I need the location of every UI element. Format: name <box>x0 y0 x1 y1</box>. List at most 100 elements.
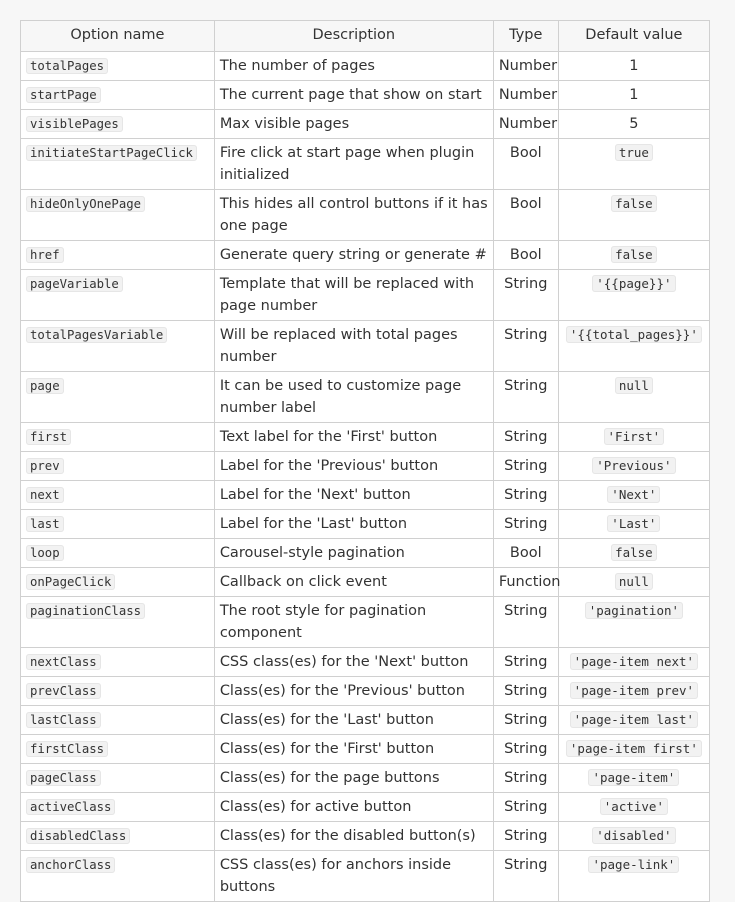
option-description: Label for the 'Last' button <box>213 509 494 539</box>
option-name-cell: pageClass <box>20 763 215 793</box>
option-type: String <box>492 763 559 793</box>
header-default-value: Default value <box>557 20 711 52</box>
option-type: Number <box>492 80 559 110</box>
option-default-cell: 'page-item next' <box>557 647 711 677</box>
option-name: onPageClick <box>26 574 116 590</box>
option-default-cell: 'Next' <box>557 480 711 510</box>
option-name-cell: prevClass <box>20 676 215 706</box>
header-type: Type <box>492 20 559 52</box>
option-name-cell: totalPagesVariable <box>20 320 215 372</box>
option-name-cell: hideOnlyOnePage <box>20 189 215 241</box>
option-default-cell: 5 <box>557 109 711 139</box>
option-default-cell: 'page-item' <box>557 763 711 793</box>
option-type: String <box>492 705 559 735</box>
option-type: String <box>492 734 559 764</box>
option-type: Number <box>492 109 559 139</box>
option-default-value: true <box>614 144 653 161</box>
option-description: Class(es) for the page buttons <box>213 763 494 793</box>
option-default-cell: 1 <box>557 51 711 81</box>
option-name: disabledClass <box>26 828 131 844</box>
option-name: lastClass <box>26 712 101 728</box>
option-name: paginationClass <box>26 603 146 619</box>
option-description: Carousel-style pagination <box>213 538 494 568</box>
option-name: prev <box>26 458 64 474</box>
option-name: href <box>26 247 64 263</box>
option-name: hideOnlyOnePage <box>26 196 146 212</box>
option-name: startPage <box>26 87 101 103</box>
option-name: page <box>26 378 64 394</box>
option-type: String <box>492 509 559 539</box>
option-name: activeClass <box>26 799 116 815</box>
option-type: Bool <box>492 189 559 241</box>
option-description: Template that will be replaced with page… <box>213 269 494 321</box>
option-default-value: 'page-item' <box>588 769 680 786</box>
option-default-value: 'page-item last' <box>569 711 699 728</box>
option-type: String <box>492 371 559 423</box>
option-type: String <box>492 269 559 321</box>
option-name-cell: prev <box>20 451 215 481</box>
option-default-cell: 'active' <box>557 792 711 822</box>
option-default-cell: 'First' <box>557 422 711 452</box>
table-row: hideOnlyOnePage This hides all control bu… <box>20 189 711 241</box>
option-description: Fire click at start page when plugin ini… <box>213 138 494 190</box>
option-default-cell: 'Previous' <box>557 451 711 481</box>
option-type: String <box>492 647 559 677</box>
option-description: Callback on click event <box>213 567 494 597</box>
option-description: Label for the 'Previous' button <box>213 451 494 481</box>
option-default-value: '{{page}}' <box>592 275 676 292</box>
option-type: String <box>492 596 559 648</box>
option-default-value: 'First' <box>603 428 665 445</box>
option-name-cell: loop <box>20 538 215 568</box>
option-description: Text label for the 'First' button <box>213 422 494 452</box>
option-name: last <box>26 516 64 532</box>
option-type: Number <box>492 51 559 81</box>
option-default-cell: 1 <box>557 80 711 110</box>
option-name-cell: visiblePages <box>20 109 215 139</box>
option-default-value: 'page-item first' <box>565 740 702 757</box>
option-default-cell: null <box>557 371 711 423</box>
option-name-cell: disabledClass <box>20 821 215 851</box>
option-type: String <box>492 320 559 372</box>
option-default-cell: 'page-item last' <box>557 705 711 735</box>
option-default-value: 'Previous' <box>592 457 676 474</box>
option-name: pageClass <box>26 770 101 786</box>
option-description: CSS class(es) for the 'Next' button <box>213 647 494 677</box>
option-name-cell: href <box>20 240 215 270</box>
option-description: This hides all control buttons if it has… <box>213 189 494 241</box>
option-description: Generate query string or generate # <box>213 240 494 270</box>
option-default-value: false <box>611 195 657 212</box>
option-default-cell: null <box>557 567 711 597</box>
option-default-value: 'disabled' <box>592 827 676 844</box>
table-header: Option name Description Type Default val… <box>20 20 711 52</box>
option-name-cell: lastClass <box>20 705 215 735</box>
option-description: Class(es) for the 'First' button <box>213 734 494 764</box>
option-default-cell: false <box>557 240 711 270</box>
option-default-cell: 'page-item prev' <box>557 676 711 706</box>
option-default-cell: 'page-item first' <box>557 734 711 764</box>
options-table: Option name Description Type Default val… <box>20 20 711 902</box>
option-default-cell: '{{total_pages}}' <box>557 320 711 372</box>
option-name-cell: onPageClick <box>20 567 215 597</box>
option-name: first <box>26 429 72 445</box>
header-option-name: Option name <box>20 20 215 52</box>
option-default-cell: '{{page}}' <box>557 269 711 321</box>
option-name-cell: next <box>20 480 215 510</box>
option-default-value: 'page-item next' <box>569 653 699 670</box>
option-default-value: null <box>614 573 653 590</box>
